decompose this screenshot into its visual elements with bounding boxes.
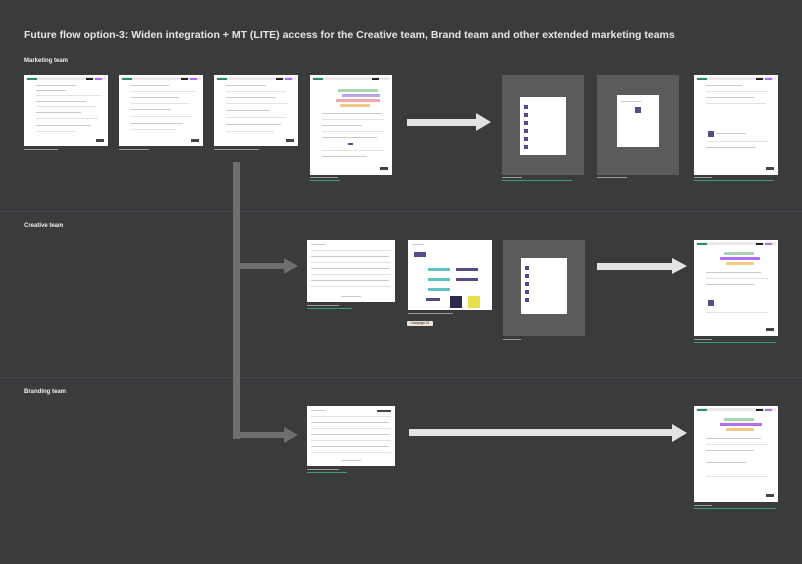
- flow-arrow-marketing-head: [476, 113, 491, 131]
- screen-thumbnail: [597, 75, 679, 175]
- screen-note: [307, 308, 352, 309]
- screen-thumbnail: [503, 240, 585, 336]
- screen-caption: [502, 177, 522, 178]
- screen-note: [310, 180, 340, 181]
- screen-note: [307, 472, 347, 473]
- flow-arrow-branding: [409, 429, 673, 436]
- screen-caption: [307, 469, 339, 470]
- screen-note: [502, 180, 572, 181]
- screen-caption: [503, 339, 521, 340]
- screen-caption: [408, 313, 453, 314]
- connector-to-branding: [233, 432, 285, 438]
- screen-caption: [24, 149, 58, 150]
- connector-vertical: [233, 162, 240, 439]
- connector-arrowhead-branding: [284, 427, 298, 443]
- screen-caption: [119, 149, 149, 150]
- connector-to-creative: [233, 263, 285, 269]
- screen-caption: [597, 177, 627, 178]
- campaign-tag: Campaign 01: [407, 321, 433, 326]
- page-title: Future flow option-3: Widen integration …: [24, 29, 675, 41]
- flow-arrow-branding-head: [672, 424, 687, 442]
- screen-thumbnail: [214, 75, 298, 146]
- screen-caption: [310, 177, 338, 178]
- screen-thumbnail: [119, 75, 203, 146]
- screen-caption: [694, 339, 712, 340]
- flow-arrow-creative-head: [672, 258, 687, 274]
- lane-divider: [0, 211, 802, 212]
- screen-caption: [307, 305, 339, 306]
- screen-thumbnail: [694, 75, 778, 175]
- screen-thumbnail: [502, 75, 584, 175]
- screen-thumbnail: [694, 240, 778, 336]
- screen-note: [694, 508, 776, 509]
- screen-thumbnail: [408, 240, 492, 310]
- screen-note: [694, 180, 774, 181]
- lane-label-marketing: Marketing team: [24, 58, 69, 64]
- screen-caption: [694, 177, 712, 178]
- screen-thumbnail: [307, 240, 395, 302]
- screen-thumbnail: [307, 406, 395, 466]
- lane-label-creative: Creative team: [24, 223, 64, 229]
- lane-label-branding: Branding team: [24, 389, 67, 395]
- lane-divider: [0, 377, 802, 378]
- flow-arrow-marketing: [407, 119, 477, 126]
- screen-thumbnail: [694, 406, 778, 502]
- connector-arrowhead-creative: [284, 258, 298, 274]
- screen-caption: [694, 505, 712, 506]
- flow-arrow-creative: [597, 263, 673, 270]
- screen-thumbnail: [310, 75, 392, 175]
- screen-caption: [214, 149, 259, 150]
- screen-thumbnail: [24, 75, 108, 146]
- screen-note: [694, 342, 776, 343]
